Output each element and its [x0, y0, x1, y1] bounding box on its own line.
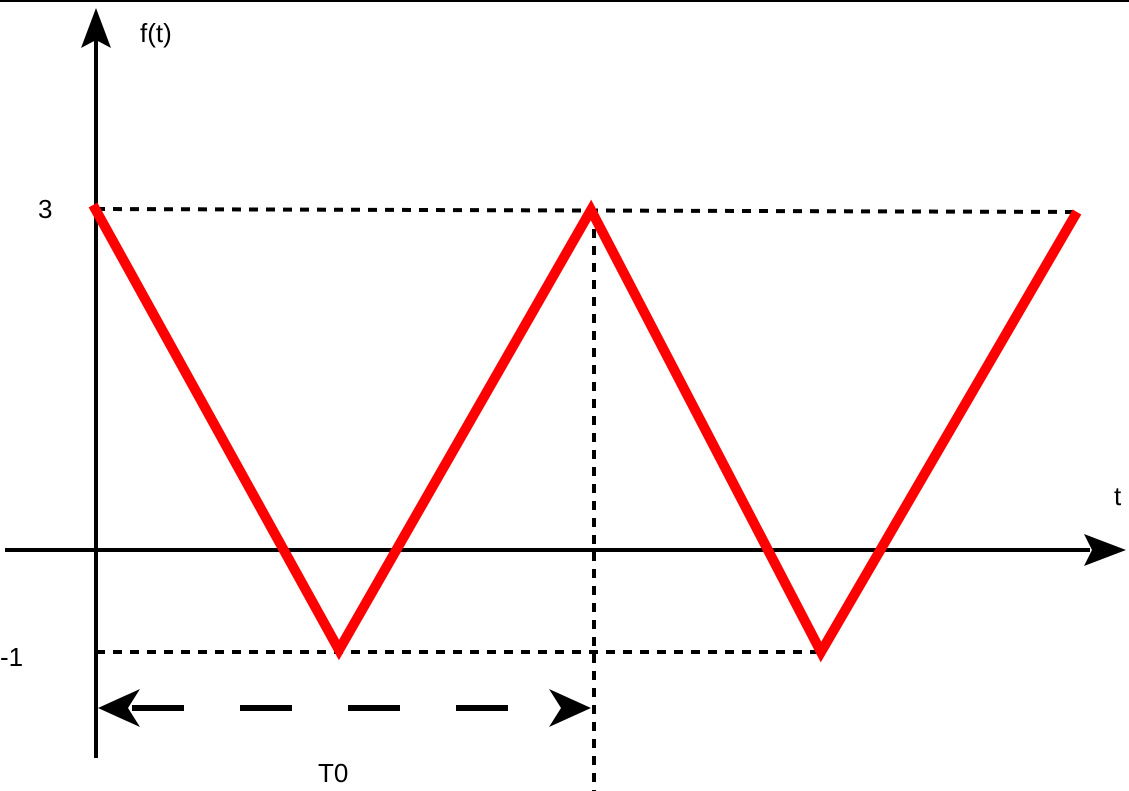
double-arrow-icon	[98, 689, 140, 727]
arrowhead-icon	[81, 8, 111, 48]
period-label: T0	[318, 758, 348, 788]
double-arrow-icon	[549, 689, 591, 727]
y-min-label: -1	[0, 642, 23, 672]
y-axis-label: f(t)	[140, 18, 172, 48]
x-axis-label: t	[1114, 481, 1122, 511]
arrowhead-icon	[1084, 534, 1126, 566]
signal-curve	[88, 199, 1082, 663]
guide-line-max	[95, 207, 1079, 214]
y-max-label: 3	[38, 194, 52, 224]
